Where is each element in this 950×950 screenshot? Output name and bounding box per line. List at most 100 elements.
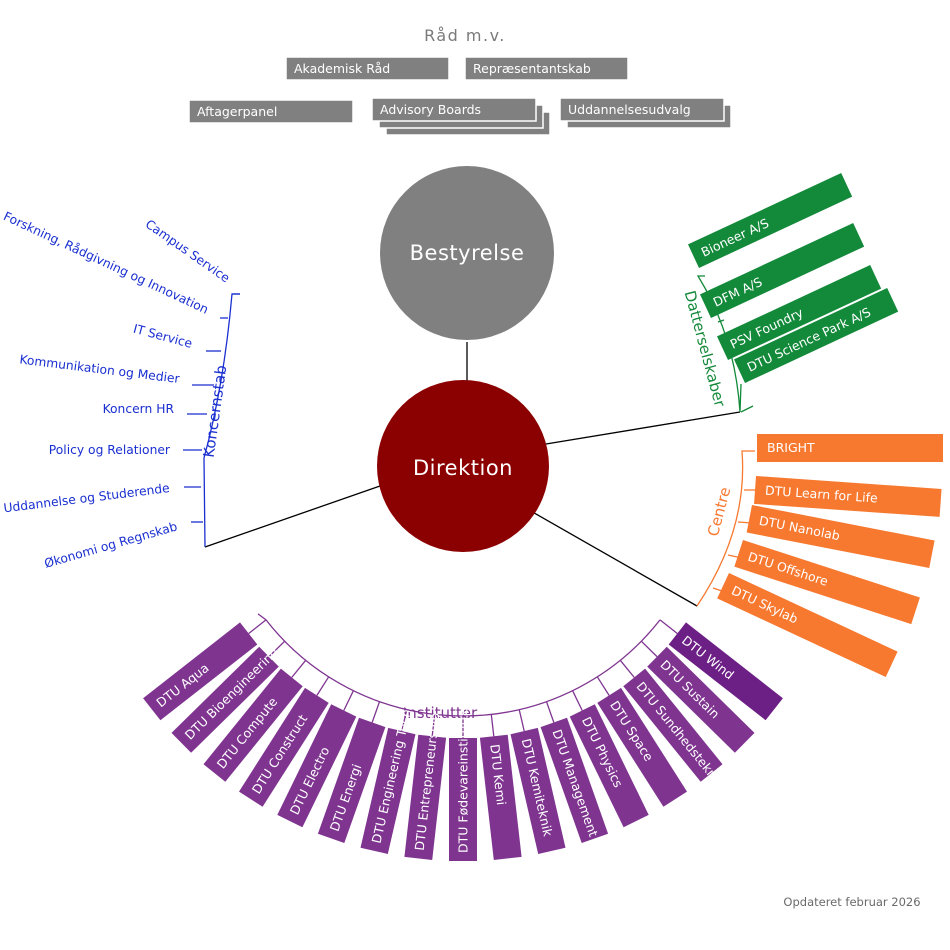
connector-datterselskaber: [545, 411, 741, 445]
koncernstab-label: Kommunikation og Medier: [19, 352, 182, 386]
koncernstab-label: Uddannelse og Studerende: [3, 481, 171, 515]
institut-box: [647, 646, 755, 753]
raad-item-aftagerpanel[interactable]: Aftagerpanel: [188, 99, 354, 124]
institut-box: [360, 727, 416, 854]
institut-label: DTU Fødevareinstituttet: [456, 703, 471, 853]
centre-item-dtu-learn-for-life[interactable]: DTU Learn for Life: [754, 476, 942, 517]
institut-box: [597, 687, 687, 807]
raad-box: [188, 99, 354, 124]
tick-line: [737, 521, 753, 524]
direktion-label: Direktion: [413, 456, 513, 480]
koncernstab-item-policy-og-relationer[interactable]: Policy og Relationer: [49, 443, 202, 457]
raad-item-advisory-boards[interactable]: Advisory Boards: [371, 97, 551, 136]
datterselskaber-ticks: [717, 319, 737, 355]
centre-item-bright[interactable]: BRIGHT: [757, 434, 943, 462]
connector-koncernstab: [204, 485, 381, 548]
raad-item-uddannelsesudvalg[interactable]: Uddannelsesudvalg: [559, 97, 732, 129]
updated-note: Opdateret februar 2026: [783, 895, 920, 909]
bestyrelse-label: Bestyrelse: [410, 241, 525, 265]
tick-line: [640, 640, 658, 658]
institut-box: [317, 717, 386, 843]
institut-box: [540, 717, 609, 843]
institut-box: [569, 704, 649, 828]
datterselskab-box: [717, 265, 882, 360]
centre-title: Centre: [704, 485, 734, 538]
tick-line: [545, 701, 555, 723]
connector-centre-institutter: [521, 505, 698, 607]
raad-label: Repræsentantskab: [473, 61, 591, 76]
koncernstab-label: Økonomi og Regnskab: [43, 519, 179, 570]
tick-line: [727, 554, 743, 559]
bestyrelse-node[interactable]: Bestyrelse: [380, 166, 554, 340]
datterselskab-box: [734, 288, 899, 383]
tick-line: [316, 676, 330, 696]
raad-item-akademisk-raad[interactable]: Akademisk Råd: [285, 56, 450, 81]
datterselskab-box: [700, 223, 865, 318]
raad-box: [559, 97, 725, 122]
institut-dtu-foedevareinstituttet[interactable]: DTU Fødevareinstituttet: [449, 703, 477, 861]
koncernstab-label: IT Service: [132, 322, 194, 351]
institutter-title: Institutter: [403, 704, 478, 722]
koncernstab-label: Forskning, Rådgivning og Innovation: [1, 209, 210, 317]
tick-line: [659, 619, 678, 635]
raad-group: Akademisk Råd RepræsentantskabAftagerpane…: [188, 56, 732, 136]
tick-line: [732, 352, 737, 355]
institut-box: [623, 668, 723, 782]
institut-label: DTU Kemi: [487, 743, 509, 806]
tick-line: [248, 619, 267, 635]
centre-box: [757, 434, 943, 462]
institut-box: [171, 646, 279, 753]
institut-box: [277, 704, 357, 828]
tick-line: [268, 640, 286, 658]
koncernstab-item-it-service[interactable]: IT Service: [132, 322, 221, 352]
centre-box: [746, 505, 935, 568]
tick-line: [431, 714, 436, 737]
tick-line: [490, 714, 495, 737]
tick-line: [712, 587, 729, 594]
raad-label: Uddannelsesudvalg: [568, 102, 691, 117]
koncernstab-item-oekonomi-og-regnskab[interactable]: Økonomi og Regnskab: [43, 519, 203, 571]
institut-box: [479, 734, 522, 860]
koncernstab-item-kommunikation-og-medier[interactable]: Kommunikation og Medier: [19, 352, 214, 386]
connectors: [204, 342, 741, 607]
raad-label: Aftagerpanel: [197, 104, 277, 119]
centre-box: [717, 573, 898, 677]
koncernstab-item-koncern-hr[interactable]: Koncern HR: [103, 402, 207, 416]
raad-label: Akademisk Råd: [294, 61, 390, 76]
centre-box: [734, 540, 920, 625]
institut-box: [510, 727, 566, 854]
raad-title: Råd m.v.: [424, 26, 506, 45]
direktion-circle: [377, 380, 549, 552]
institut-box: [239, 687, 329, 807]
institut-box: [404, 734, 447, 860]
institut-box: [143, 622, 258, 721]
centre-ticks: [712, 489, 756, 594]
koncernstab-item-uddannelse-og-studerende[interactable]: Uddannelse og Studerende: [3, 481, 201, 515]
tick-line: [572, 690, 583, 711]
tick-line: [717, 319, 725, 323]
institut-dtu-wind[interactable]: DTU Wind: [659, 619, 783, 721]
bestyrelse-circle: [380, 166, 554, 340]
datterselskab-box: [688, 173, 853, 268]
tick-line: [371, 701, 381, 723]
raad-box: [285, 56, 450, 81]
tick-line: [518, 709, 525, 732]
institut-box: [449, 738, 477, 861]
institutter-bracket: [257, 613, 661, 717]
institut-dtu-kemi[interactable]: DTU Kemi: [479, 714, 522, 860]
centre-box: [754, 476, 942, 517]
institut-box: [203, 668, 303, 782]
koncernstab-title: Koncernstab: [200, 364, 231, 459]
direktion-node[interactable]: Direktion: [377, 380, 549, 552]
tick-line: [343, 690, 354, 711]
tick-line: [619, 659, 635, 678]
koncernstab-label: Policy og Relationer: [49, 443, 171, 457]
tick-line: [291, 659, 307, 678]
raad-item-repraesentantskab[interactable]: Repræsentantskab: [464, 56, 629, 81]
